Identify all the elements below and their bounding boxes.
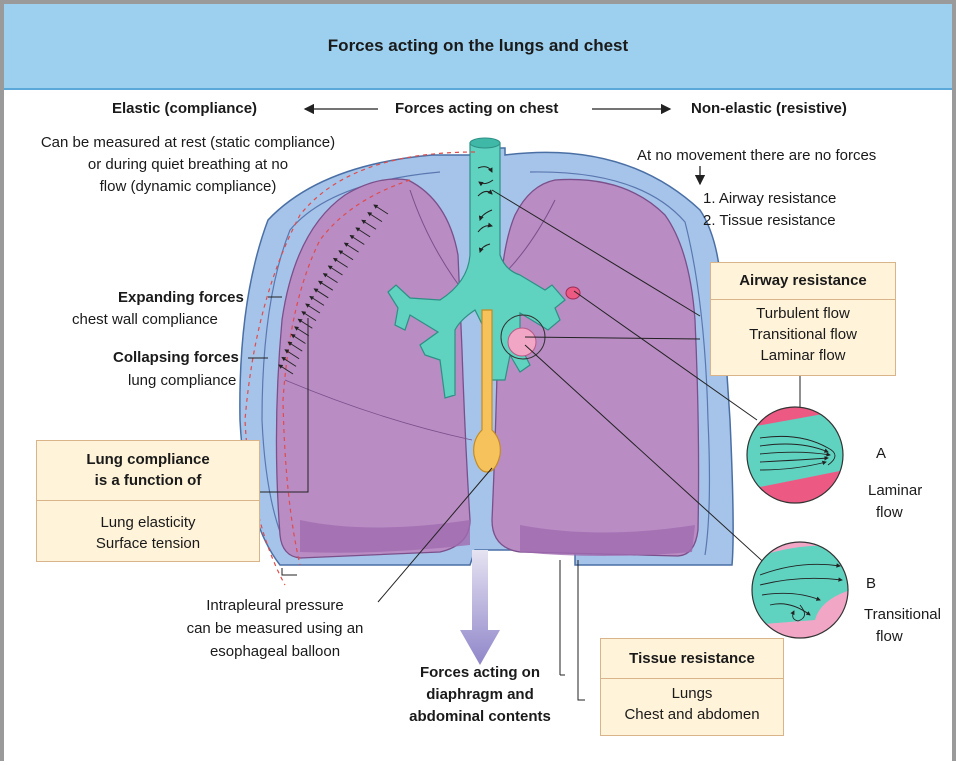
airway-resistance-heading: Airway resistance (711, 263, 895, 289)
airway-resistance-box: Airway resistance Turbulent flow Transit… (710, 262, 896, 376)
lung-compliance-heading-1: Lung compliance (37, 449, 259, 470)
vessel-red (566, 287, 580, 299)
diaphragm-label-2: diaphragm and (390, 685, 570, 705)
airway-item-turbulent: Turbulent flow (711, 300, 895, 324)
tissue-item-lungs: Lungs (601, 679, 783, 704)
laminar-flow-magnifier (745, 405, 845, 505)
non-elastic-label: Non-elastic (resistive) (691, 99, 847, 119)
flow-a-label-1: Laminar (868, 481, 922, 501)
flow-b-label-1: Transitional (864, 605, 941, 625)
airway-item-transitional: Transitional flow (711, 324, 895, 345)
lung-compliance-box: Lung compliance is a function of Lung el… (36, 440, 260, 562)
collapsing-forces-sub: lung compliance (128, 371, 236, 391)
no-movement-text: At no movement there are no forces (637, 146, 876, 166)
airway-item-laminar: Laminar flow (711, 345, 895, 366)
flow-a-label-2: flow (876, 503, 903, 523)
tissue-resistance-box: Tissue resistance Lungs Chest and abdome… (600, 638, 784, 736)
elastic-label: Elastic (compliance) (112, 99, 257, 119)
diaphragm-label-3: abdominal contents (390, 707, 570, 727)
flow-b-label-2: flow (876, 627, 903, 647)
diaphragm-label-1: Forces acting on (390, 663, 570, 683)
tissue-item-chest: Chest and abdomen (601, 704, 783, 725)
collapsing-forces-label: Collapsing forces (113, 348, 239, 368)
static-note-3: flow (dynamic compliance) (18, 177, 358, 197)
transitional-flow-magnifier (750, 540, 850, 640)
intrapleural-1: Intrapleural pressure (170, 596, 380, 616)
diaphragm-force-arrow (460, 550, 500, 665)
static-note-2: or during quiet breathing at no (18, 155, 358, 175)
flow-b-letter: B (866, 574, 876, 594)
lung-compliance-heading-2: is a function of (37, 470, 259, 491)
intrapleural-3: esophageal balloon (170, 642, 380, 662)
lung-compliance-item-2: Surface tension (37, 533, 259, 554)
expanding-forces-label: Expanding forces (118, 288, 244, 308)
intrapleural-2: can be measured using an (170, 619, 380, 639)
static-note-1: Can be measured at rest (static complian… (18, 133, 358, 153)
tissue-resistance-heading: Tissue resistance (601, 639, 783, 667)
resistance-item-1: 1. Airway resistance (703, 189, 836, 209)
expanding-forces-sub: chest wall compliance (72, 310, 218, 330)
flow-a-letter: A (876, 444, 886, 464)
resistance-item-2: 2. Tissue resistance (703, 211, 836, 231)
lung-compliance-item-1: Lung elasticity (37, 501, 259, 533)
forces-chest-label: Forces acting on chest (395, 99, 558, 119)
